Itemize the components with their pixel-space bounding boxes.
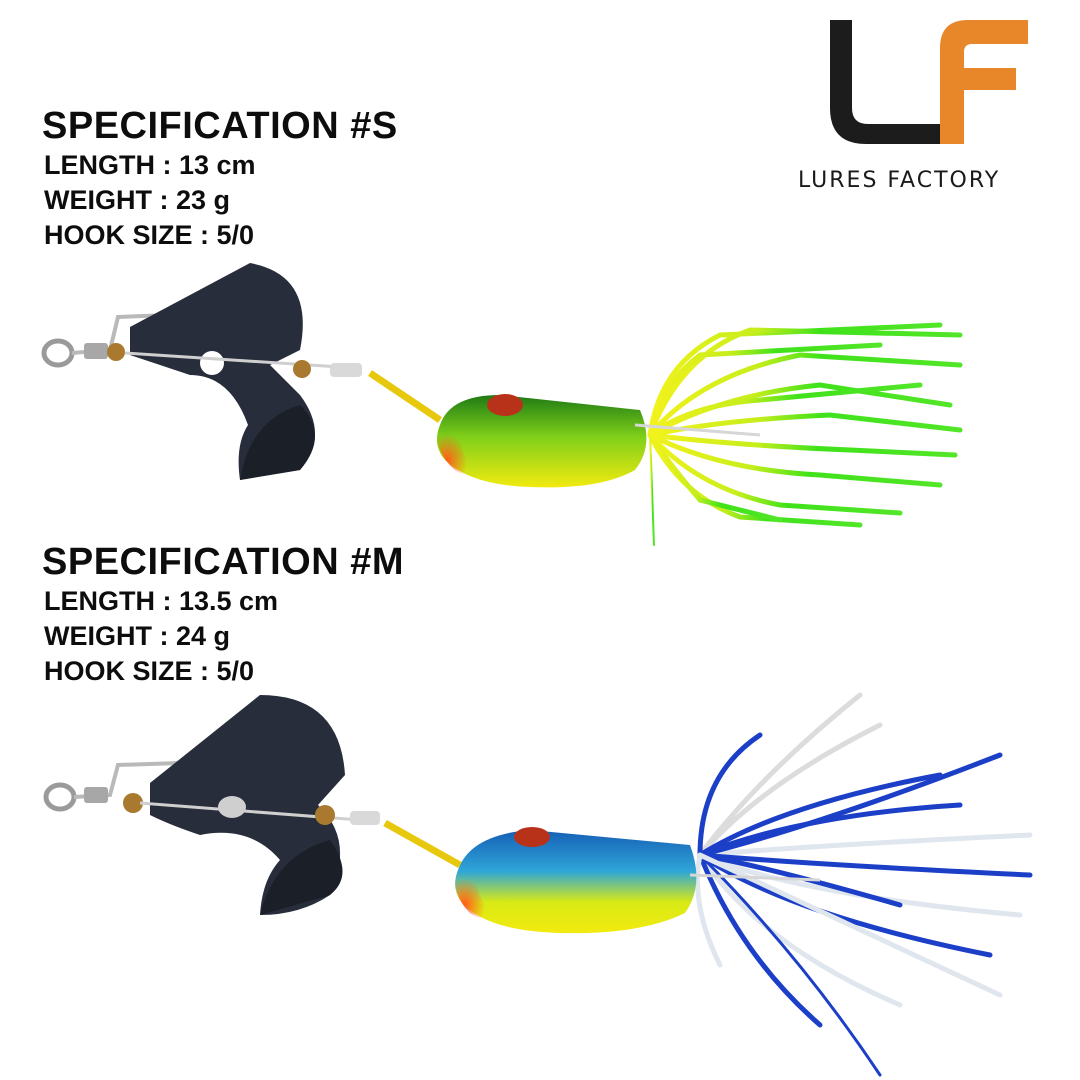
spec-title: SPECIFICATION #S (42, 105, 398, 147)
wire-arm-m (383, 819, 462, 869)
sleeve-m (350, 811, 380, 825)
buzzbait-blade-m (139, 695, 361, 915)
brand-logo: LURES FACTORY (790, 18, 1070, 193)
lf-logo-mark (830, 20, 1028, 144)
spec-weight: WEIGHT : 23 g (44, 185, 231, 215)
spec-length: LENGTH : 13.5 cm (44, 586, 279, 616)
lure-photo-s (41, 263, 963, 546)
swivel-s (41, 313, 171, 368)
spec-weight: WEIGHT : 24 g (44, 621, 231, 651)
sleeve-s (330, 363, 362, 377)
spec-hook-size: HOOK SIZE : 5/0 (44, 656, 255, 686)
frog-head-s (436, 394, 761, 488)
wire-arm-s (368, 370, 442, 423)
logo-letter-f (940, 20, 1028, 144)
spec-block-s: SPECIFICATION #S LENGTH : 13 cm WEIGHT :… (42, 104, 398, 253)
bead-m (315, 805, 335, 825)
spec-hook-size: HOOK SIZE : 5/0 (44, 220, 255, 250)
frog-head-m (455, 827, 821, 934)
spec-length: LENGTH : 13 cm (44, 150, 256, 180)
spec-block-m: SPECIFICATION #M LENGTH : 13.5 cm WEIGHT… (42, 540, 404, 689)
skirt-m (695, 692, 1033, 1077)
spec-title: SPECIFICATION #M (42, 541, 404, 583)
buzzbait-blade-s (124, 263, 341, 480)
lure-photo-m (43, 692, 1033, 1077)
skirt-s (647, 322, 963, 546)
bead-s (293, 360, 311, 378)
logo-letter-l (830, 20, 940, 144)
brand-name: LURES FACTORY (798, 168, 1001, 193)
swivel-m (43, 761, 181, 813)
